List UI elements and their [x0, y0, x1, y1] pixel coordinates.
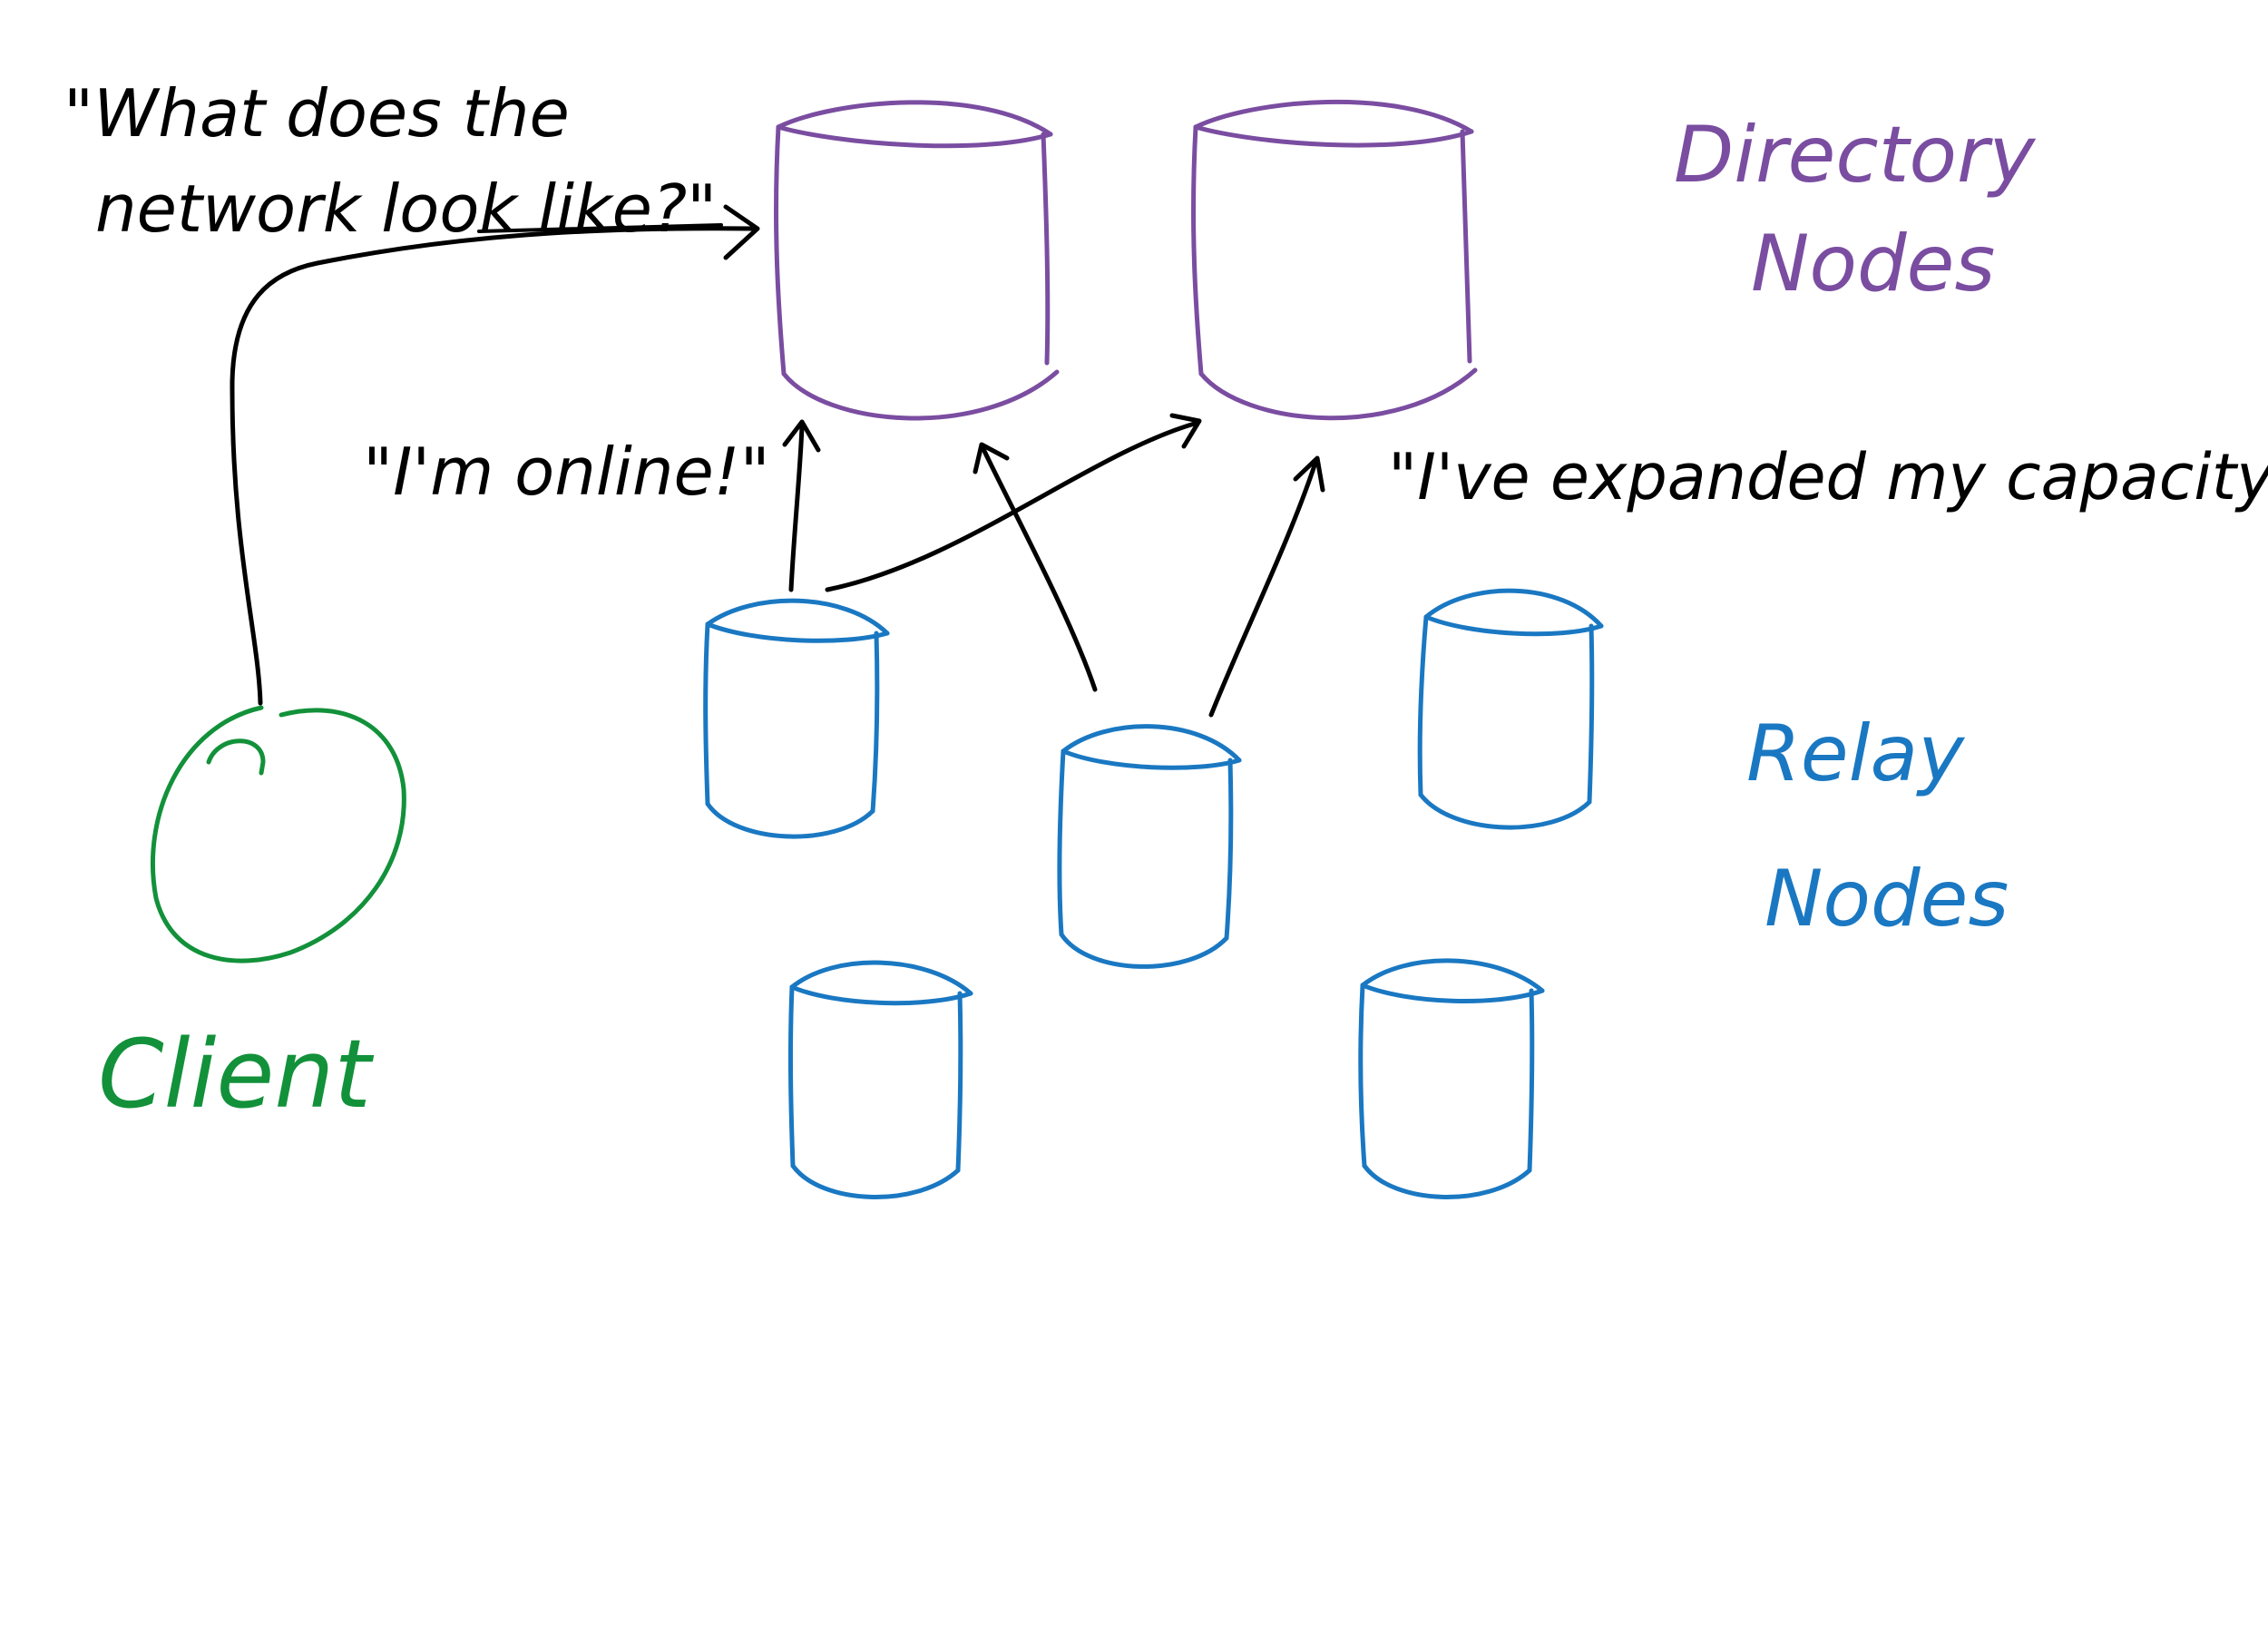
client-to-directory-1	[230, 204, 760, 706]
relay-capacity-text: "I've expanded my capacity!"	[1388, 440, 2268, 514]
relay-1-to-directory-1	[782, 419, 821, 592]
directory-node-1	[774, 100, 1060, 421]
relay-node-3	[1417, 588, 1604, 830]
relay-online-text: "I'm online!"	[363, 434, 770, 510]
client-question-line-2: network look like?"	[95, 171, 717, 247]
directory-node-2	[1191, 99, 1478, 421]
relay-label-line-2: Nodes	[1765, 854, 2009, 944]
relay-2-to-directory-2	[1208, 455, 1325, 718]
client-question-line-1: "What does the	[64, 75, 570, 152]
client-label: Client	[98, 1019, 374, 1129]
directory-label-line-1: Directory	[1674, 110, 2036, 200]
relay-node-5	[1358, 958, 1545, 1199]
relay-node-4	[787, 960, 973, 1199]
question-underline	[477, 223, 723, 233]
relay-label-line-1: Relay	[1746, 709, 1965, 799]
relay-node-2	[1057, 724, 1242, 969]
relay-node-1	[703, 598, 890, 839]
directory-nodes-label: Directory Nodes	[1674, 110, 2036, 309]
directory-label-line-2: Nodes	[1751, 219, 1995, 309]
client-node	[151, 705, 406, 963]
relay-1-to-directory-2	[825, 413, 1202, 592]
client-question-text: "What does the network look like?"	[64, 75, 717, 247]
relay-2-to-directory-1	[973, 442, 1098, 692]
relay-nodes-label: Relay Nodes	[1746, 709, 2009, 944]
